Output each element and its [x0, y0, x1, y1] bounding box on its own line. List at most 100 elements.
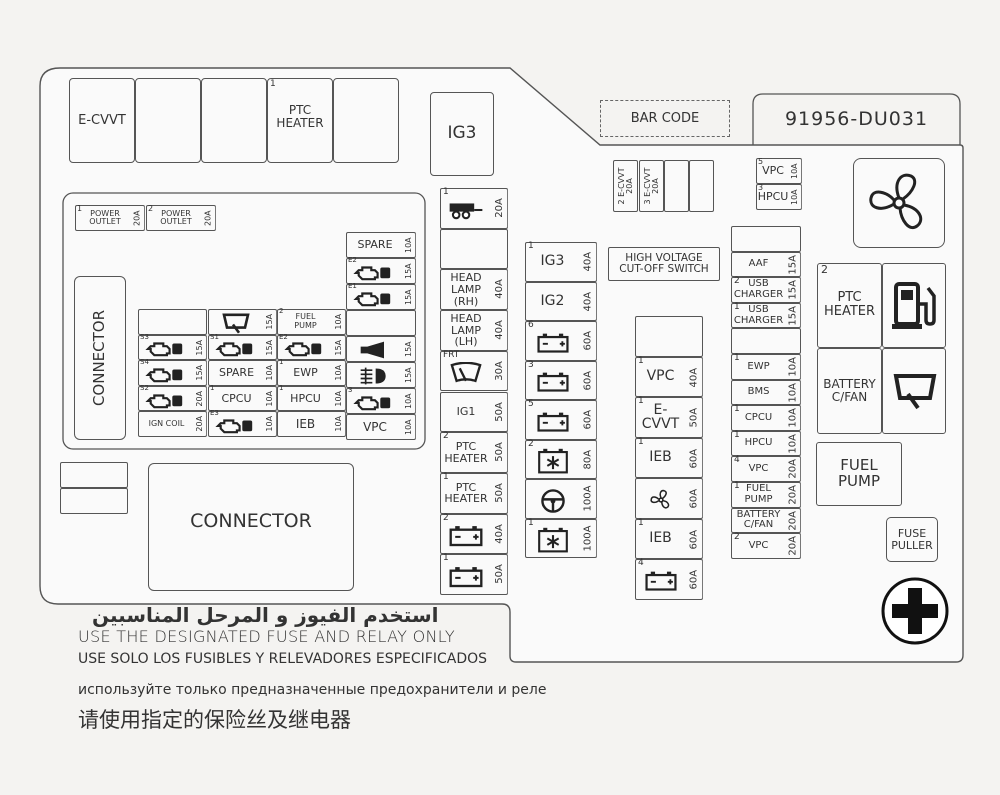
fuse-number: 2	[528, 438, 534, 449]
fuse-slot[interactable]	[138, 309, 207, 335]
fuse-slot[interactable]	[277, 360, 346, 386]
fuse-puller[interactable]	[886, 517, 938, 562]
battery-icon	[448, 525, 484, 547]
fuse-slot[interactable]	[731, 302, 801, 329]
fuse-slot[interactable]	[440, 350, 508, 392]
fuse-slot[interactable]	[731, 379, 801, 406]
fuse-slot[interactable]	[635, 478, 703, 519]
fuse-label: AAF	[748, 258, 769, 270]
fuse-label: IG1	[456, 405, 476, 419]
fuse-slot[interactable]	[440, 391, 508, 433]
fuse-slot[interactable]	[440, 432, 508, 473]
fuse-label: PTC HEATER	[444, 480, 488, 506]
fuse-number: 1	[734, 301, 740, 312]
fuse-number: 5	[758, 157, 764, 166]
relay-fuel-pump[interactable]	[816, 442, 902, 506]
connector-main[interactable]	[148, 463, 354, 591]
fuse-slot[interactable]	[440, 472, 508, 514]
relay-slot[interactable]	[201, 78, 267, 163]
fuse-slot[interactable]	[208, 360, 277, 386]
fuse-amp: 10A	[332, 361, 346, 385]
fuse-slot[interactable]	[731, 533, 801, 559]
fuse-amp: 40A	[686, 357, 703, 396]
fuse-number: 5	[528, 399, 534, 409]
fuse-slot[interactable]	[731, 507, 801, 534]
fuse-slot[interactable]	[277, 411, 346, 437]
fuse-slot[interactable]	[525, 281, 597, 321]
fuse-amp: 40A	[492, 270, 508, 310]
fuse-number: E3	[210, 409, 219, 418]
hv-cutoff-switch[interactable]	[608, 247, 720, 281]
fuse-slot[interactable]	[731, 456, 801, 482]
fuse-amp: 60A	[580, 361, 597, 399]
barcode-label: BAR CODE	[630, 110, 700, 126]
fuse-slot[interactable]	[756, 184, 802, 210]
fuse-slot[interactable]	[525, 518, 597, 558]
fuse-slot[interactable]	[525, 242, 597, 282]
fuse-slot[interactable]	[635, 518, 703, 559]
fuse-slot[interactable]	[208, 309, 277, 335]
battery-icon	[536, 409, 570, 435]
fuse-label: HPCU	[744, 437, 773, 449]
fuse-slot[interactable]	[731, 251, 801, 278]
fuse-slot[interactable]	[613, 160, 638, 212]
fuse-amp: 10A	[786, 406, 801, 430]
fuse-slot[interactable]	[525, 360, 597, 400]
fuse-slot[interactable]	[346, 232, 416, 258]
relay-ptc-label: PTC HEATER	[276, 103, 324, 130]
fuse-slot[interactable]	[277, 309, 346, 335]
fuse-slot[interactable]	[731, 277, 801, 303]
fuse-label: BMS	[747, 386, 770, 398]
fuse-slot[interactable]	[138, 411, 207, 437]
fuse-amp: 50A	[492, 473, 508, 513]
fuse-slot[interactable]	[346, 414, 416, 440]
fuse-slot[interactable]	[731, 226, 801, 252]
fuse-slot[interactable]	[277, 385, 346, 412]
relay-ig3-label: IG3	[447, 123, 477, 144]
relay-fan[interactable]	[853, 158, 945, 248]
fuse-slot[interactable]	[208, 385, 277, 412]
relay-ptc-heater[interactable]	[267, 78, 333, 163]
fuse-slot[interactable]	[664, 160, 689, 212]
fuse-amp: 50A	[492, 555, 508, 594]
relay-number: 1	[270, 79, 276, 89]
fuse-slot[interactable]	[635, 356, 703, 397]
fuse-slot[interactable]	[639, 160, 664, 212]
engine-icon	[353, 289, 395, 307]
relay-ig3[interactable]	[430, 92, 494, 176]
engine-icon	[353, 263, 395, 281]
relay-wiper-icon[interactable]	[882, 348, 946, 434]
relay-ecvvt[interactable]	[69, 78, 135, 163]
fuse-amp: 20A	[130, 206, 145, 230]
fuse-label: SPARE	[218, 366, 255, 380]
relay-battery-fan[interactable]	[817, 348, 882, 434]
relay-ptc-heater-2[interactable]	[817, 263, 882, 348]
fuse-slot[interactable]	[689, 160, 714, 212]
fuse-slot[interactable]	[731, 354, 801, 380]
fuse-slot[interactable]	[731, 430, 801, 457]
fuse-label: IEB	[649, 530, 672, 547]
fuse-number: 1	[734, 481, 740, 491]
fuse-slot[interactable]	[635, 316, 703, 357]
fuse-slot[interactable]	[440, 228, 508, 270]
fuse-amp: 15A	[193, 361, 207, 385]
fuse-slot[interactable]	[731, 405, 801, 431]
fuse-slot[interactable]	[635, 397, 703, 438]
fuse-slot[interactable]	[731, 482, 801, 508]
connector-vertical[interactable]	[74, 276, 126, 440]
fuse-amp: 15A	[786, 278, 801, 302]
relay-slot[interactable]	[333, 78, 399, 163]
fuse-slot[interactable]	[756, 158, 802, 184]
engine-icon	[144, 365, 187, 383]
relay-number: 2	[821, 263, 828, 276]
fuse-power-outlet-1[interactable]	[75, 205, 145, 231]
fuse-slot[interactable]	[440, 269, 508, 311]
relay-slot[interactable]	[135, 78, 201, 163]
fuse-slot[interactable]	[635, 437, 703, 478]
fuse-amp: 60A	[686, 438, 703, 477]
fuse-slot[interactable]	[440, 310, 508, 351]
plus-terminal-icon	[881, 577, 949, 645]
fuse-slot[interactable]	[346, 310, 416, 336]
fuse-slot[interactable]	[731, 328, 801, 354]
fuse-power-outlet-2[interactable]	[146, 205, 216, 231]
